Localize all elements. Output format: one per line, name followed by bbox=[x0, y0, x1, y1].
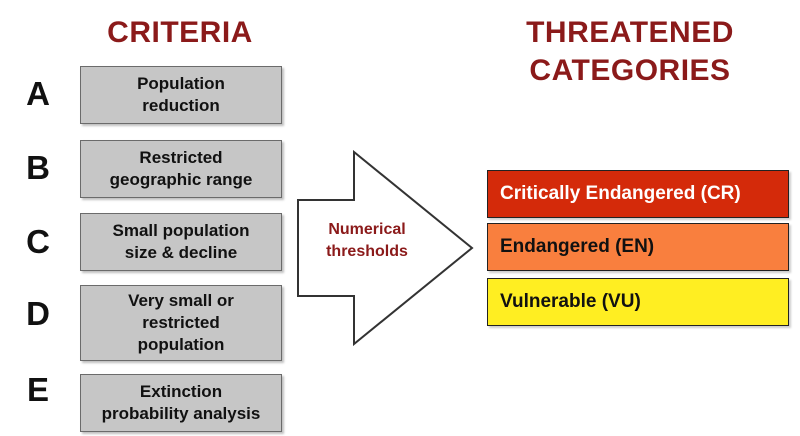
categories-heading-line-1: THREATENED bbox=[526, 16, 734, 49]
criterion-text-c: Small population size & decline bbox=[112, 221, 250, 262]
big-right-arrow-icon bbox=[297, 150, 474, 346]
criterion-letter-a: A bbox=[26, 75, 50, 112]
criterion-box-d: Very small or restricted population bbox=[80, 285, 282, 361]
criterion-text-b: Restricted geographic range bbox=[109, 148, 253, 189]
criterion-letter-d: D bbox=[26, 295, 50, 332]
category-critically-endangered: Critically Endangered (CR) bbox=[487, 170, 789, 218]
criterion-text-a: Population reduction bbox=[137, 74, 225, 115]
criterion-box-b: Restricted geographic range bbox=[80, 140, 282, 198]
categories-heading-line-2: CATEGORIES bbox=[529, 54, 731, 87]
criteria-heading: CRITERIA bbox=[107, 16, 253, 49]
criterion-text-e: Extinction probability analysis bbox=[101, 382, 261, 423]
category-label-vu: Vulnerable (VU) bbox=[500, 291, 641, 312]
criterion-box-a: Population reduction bbox=[80, 66, 282, 124]
criterion-letter-b: B bbox=[26, 149, 50, 186]
criterion-box-e: Extinction probability analysis bbox=[80, 374, 282, 432]
category-vulnerable: Vulnerable (VU) bbox=[487, 278, 789, 326]
criterion-letter-e: E bbox=[26, 371, 49, 408]
category-endangered: Endangered (EN) bbox=[487, 223, 789, 271]
criterion-box-c: Small population size & decline bbox=[80, 213, 282, 271]
category-label-en: Endangered (EN) bbox=[500, 236, 655, 257]
category-label-cr: Critically Endangered (CR) bbox=[500, 183, 741, 204]
criterion-letter-c: C bbox=[26, 223, 50, 260]
arrow-label: Numerical thresholds bbox=[326, 221, 408, 260]
criterion-text-d: Very small or restricted population bbox=[128, 291, 234, 354]
